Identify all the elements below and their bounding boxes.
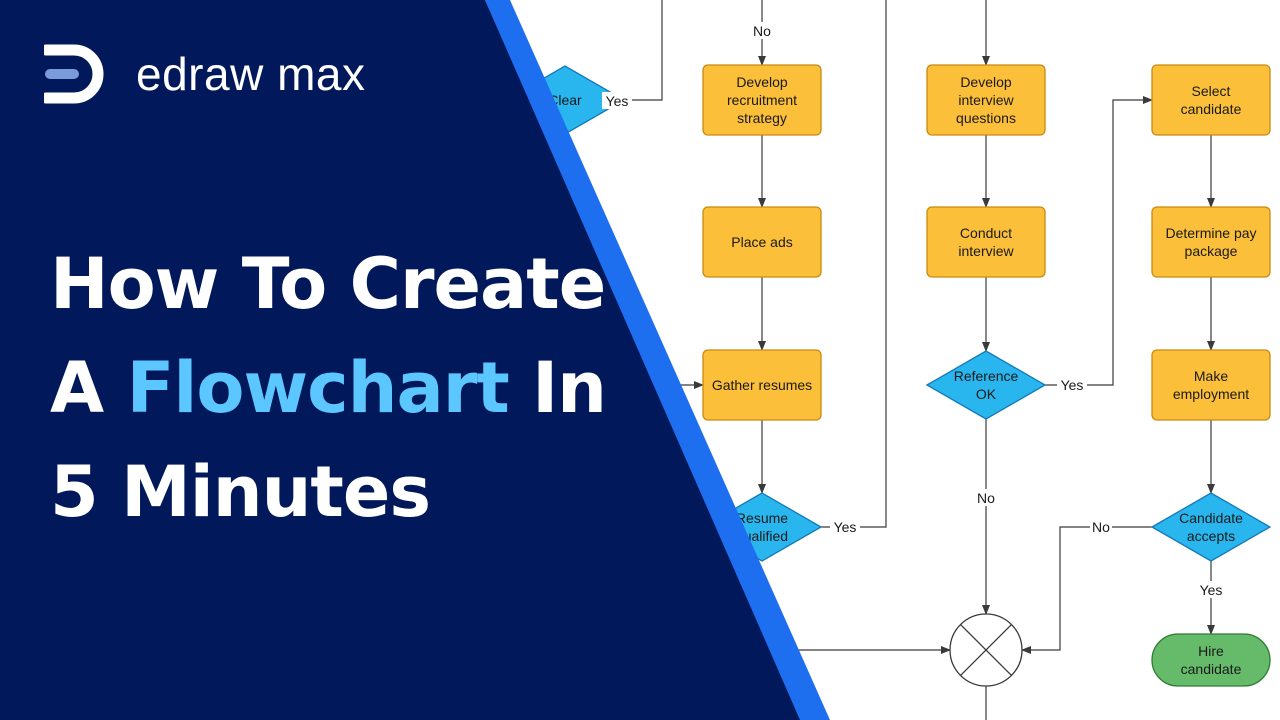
node-label: questions bbox=[956, 110, 1016, 126]
process-shape bbox=[702, 349, 822, 421]
edge-label-yes-reference: Yes bbox=[1061, 377, 1084, 393]
headline: How To Create A Flowchart In 5 Minutes bbox=[50, 232, 607, 544]
edge-label-bg bbox=[1196, 581, 1226, 598]
node-label: Develop bbox=[736, 74, 788, 90]
decision-shape bbox=[925, 350, 1047, 420]
node-candidate-accepts: Candidate accepts bbox=[1150, 492, 1272, 562]
edge-label-bg bbox=[975, 489, 997, 506]
node-label: Conduct bbox=[960, 225, 1012, 241]
process-shape bbox=[702, 206, 822, 278]
process-shape bbox=[1151, 206, 1271, 278]
node-select-candidate: Select candidate bbox=[1151, 64, 1271, 136]
navy-background bbox=[0, 0, 800, 720]
node-hire-candidate: Hire candidate bbox=[1151, 633, 1271, 687]
node-label: OK bbox=[976, 386, 997, 402]
process-shape bbox=[1151, 349, 1271, 421]
edge-label-yes-resume: Yes bbox=[834, 519, 857, 535]
edraw-d-icon bbox=[44, 44, 104, 104]
node-label: Candidate bbox=[1179, 510, 1243, 526]
brand-logo: edraw max bbox=[44, 38, 365, 110]
process-shape bbox=[1151, 64, 1271, 136]
node-label: Reference bbox=[954, 368, 1019, 384]
node-determine-pay-package: Determine pay package bbox=[1151, 206, 1271, 278]
edge-label-no-top: No bbox=[753, 23, 771, 39]
node-label: Place ads bbox=[731, 234, 792, 250]
headline-line-3: 5 Minutes bbox=[50, 451, 431, 533]
node-label: accepts bbox=[1187, 528, 1235, 544]
edge-label-bg bbox=[751, 22, 773, 39]
node-label: Determine pay bbox=[1165, 225, 1256, 241]
node-merge-connector bbox=[949, 613, 1023, 687]
node-label: recruitment bbox=[727, 92, 797, 108]
process-shape bbox=[926, 64, 1046, 136]
headline-line-2-prefix: A bbox=[50, 347, 104, 429]
node-label: candidate bbox=[1181, 101, 1242, 117]
node-develop-interview-questions: Develop interview questions bbox=[926, 64, 1046, 136]
node-label: Hire bbox=[1198, 643, 1224, 659]
headline-line-2-suffix: In bbox=[532, 347, 607, 429]
connector-line-2 bbox=[624, 0, 663, 101]
node-place-ads: Place ads bbox=[702, 206, 822, 278]
node-label: Develop bbox=[960, 74, 1012, 90]
edge-label-yes-clear: Yes bbox=[606, 93, 629, 109]
edge-label-bg bbox=[602, 92, 632, 109]
headline-accent-word: Flowchart bbox=[126, 347, 510, 429]
node-label: Clear bbox=[548, 92, 582, 108]
node-label: Resume bbox=[736, 510, 788, 526]
edge-label-bg bbox=[1090, 518, 1112, 535]
headline-line-2: A Flowchart In bbox=[50, 336, 607, 440]
node-label: interview bbox=[958, 243, 1014, 259]
node-conduct-interview: Conduct interview bbox=[926, 206, 1046, 278]
edge-label-bg bbox=[830, 518, 860, 535]
process-shape bbox=[926, 206, 1046, 278]
edge-label-no-candidate: No bbox=[1092, 519, 1110, 535]
node-label: Select bbox=[1192, 83, 1231, 99]
accent-stripe bbox=[485, 0, 830, 720]
node-label: package bbox=[1185, 243, 1238, 259]
headline-line-1: How To Create bbox=[50, 243, 606, 325]
node-label: Gather resumes bbox=[712, 377, 812, 393]
node-gather-resumes: Gather resumes bbox=[702, 349, 822, 421]
process-shape bbox=[702, 64, 822, 136]
node-label: Make bbox=[1194, 368, 1228, 384]
terminator-shape bbox=[1151, 633, 1271, 687]
node-label: candidate bbox=[1181, 661, 1242, 677]
edge-label-no-reference: No bbox=[977, 490, 995, 506]
node-label: employment bbox=[1173, 386, 1249, 402]
edge-label-bg bbox=[1057, 376, 1087, 393]
node-label: strategy bbox=[737, 110, 787, 126]
node-make-employment: Make employment bbox=[1151, 349, 1271, 421]
node-develop-recruitment-strategy: Develop recruitment strategy bbox=[702, 64, 822, 136]
brand-name: edraw max bbox=[136, 48, 366, 100]
edge-label-yes-candidate: Yes bbox=[1200, 582, 1223, 598]
decision-shape bbox=[1150, 492, 1272, 562]
node-label: interview bbox=[958, 92, 1014, 108]
